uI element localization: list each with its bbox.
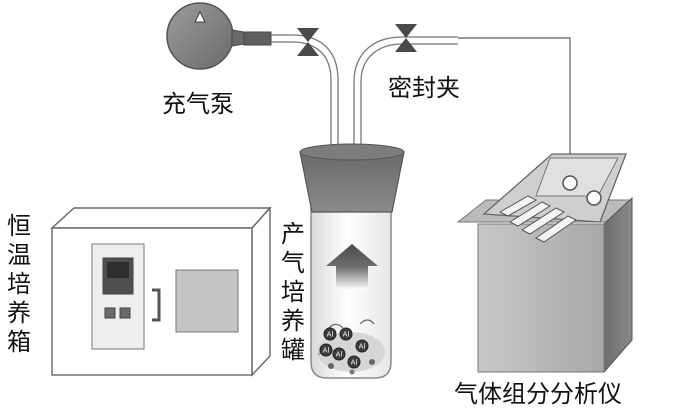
- incubator: [50, 206, 272, 377]
- particle-label: Al: [343, 331, 350, 339]
- door-handle: [152, 288, 161, 322]
- analyzer-front: [477, 223, 605, 373]
- incubator-side: [251, 206, 271, 377]
- pump-nozzle: [231, 29, 245, 47]
- gas-port: [586, 190, 602, 206]
- control-button: [119, 307, 131, 319]
- particle: [332, 347, 346, 361]
- control-button: [104, 307, 116, 319]
- air-pump: [166, 2, 272, 70]
- analyzer-side: [603, 196, 633, 374]
- particle-label: Al: [351, 359, 358, 367]
- clamp-left-icon: [297, 28, 319, 56]
- particle: [347, 355, 361, 369]
- clamp-right-icon: [395, 24, 417, 52]
- pump-label: 充气泵: [162, 90, 234, 118]
- gas-jar: [299, 143, 405, 379]
- incubator-window: [175, 269, 239, 333]
- gas-port: [562, 175, 578, 191]
- analyzer-slot: [508, 201, 552, 227]
- particle: [323, 327, 337, 341]
- analyzer-label: 气体组分分析仪: [454, 380, 622, 408]
- medium: [317, 332, 385, 372]
- jar-label: 产气培养罐: [281, 220, 305, 364]
- particle: [355, 339, 369, 353]
- jar-stopper: [299, 151, 405, 213]
- incubator-label: 恒温培养箱: [7, 212, 31, 356]
- particle: [339, 327, 353, 341]
- clamp-label: 密封夹: [388, 74, 460, 102]
- analyzer-slot: [535, 215, 577, 243]
- particle-label: Al: [327, 331, 334, 339]
- particle-label: Al: [359, 343, 366, 351]
- gas-analyzer: [456, 153, 633, 374]
- up-arrow-icon: [326, 244, 378, 290]
- pump-arrow-icon: [194, 10, 206, 23]
- pump-outlet: [243, 31, 272, 46]
- incubator-top: [50, 207, 272, 229]
- analyzer-slot: [520, 207, 566, 235]
- particle: [319, 343, 333, 357]
- particle-label: Al: [323, 347, 330, 355]
- analyzer-slot: [498, 195, 538, 217]
- particle-label: Al: [336, 351, 343, 359]
